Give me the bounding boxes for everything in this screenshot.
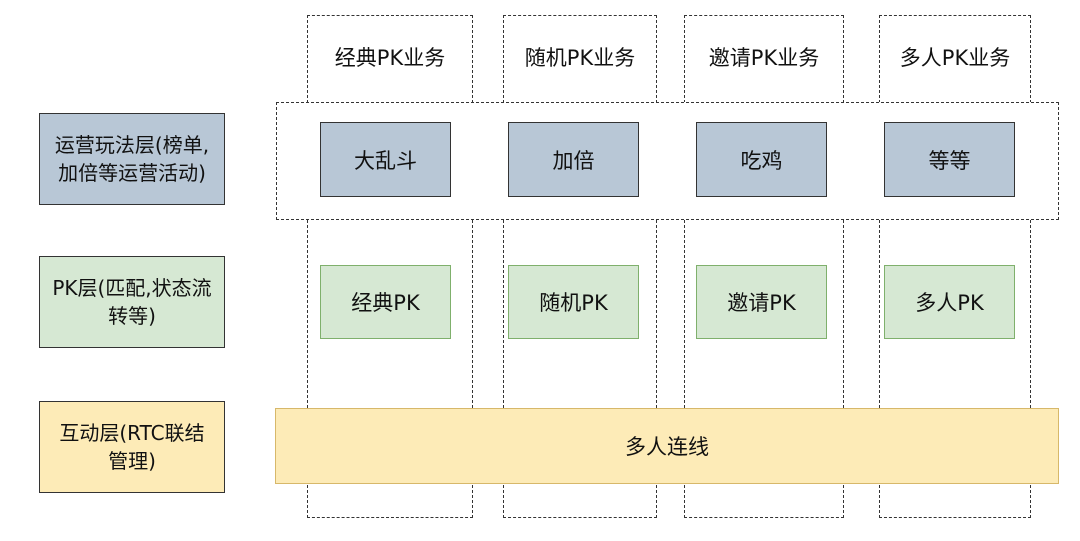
layer-label-pk-text: PK层(匹配,状态流 转等) [52, 276, 212, 328]
layer-label-pk: PK层(匹配,状态流 转等) [39, 256, 225, 348]
column-title-classic: 经典PK业务 [334, 46, 446, 70]
column-title-invite: 邀请PK业务 [708, 46, 820, 70]
game-box-brawl: 大乱斗 [320, 122, 451, 197]
game-box-double: 加倍 [508, 122, 639, 197]
game-box-etc: 等等 [884, 122, 1015, 197]
multi-user-link-box: 多人连线 [275, 408, 1059, 484]
pk-box-classic: 经典PK [320, 265, 451, 339]
column-title-random: 随机PK业务 [524, 46, 636, 70]
game-box-chicken: 吃鸡 [696, 122, 827, 197]
pk-box-random: 随机PK [508, 265, 639, 339]
layer-label-interaction: 互动层(RTC联结 管理) [39, 401, 225, 493]
pk-box-invite: 邀请PK [696, 265, 827, 339]
layer-label-operations-text: 运营玩法层(榜单, 加倍等运营活动) [54, 133, 210, 185]
layer-label-operations: 运营玩法层(榜单, 加倍等运营活动) [39, 113, 225, 205]
column-title-multi: 多人PK业务 [899, 46, 1011, 70]
layer-label-interaction-text: 互动层(RTC联结 管理) [59, 421, 205, 473]
pk-box-multi: 多人PK [884, 265, 1015, 339]
